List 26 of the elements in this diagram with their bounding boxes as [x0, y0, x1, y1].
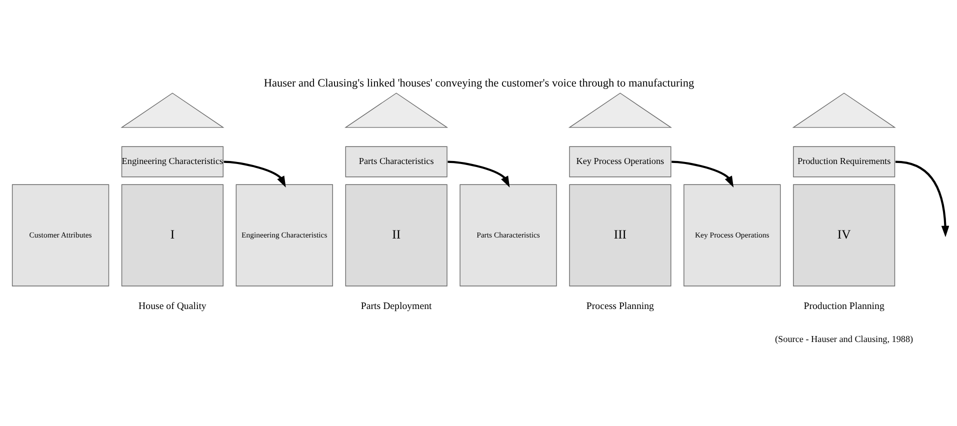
node-triangle [120, 92, 224, 128]
node-triangle [792, 92, 896, 128]
node-box: Engineering Characteristics [235, 184, 332, 286]
arrow [894, 160, 948, 237]
node-box: Parts Characteristics [344, 146, 447, 177]
node-box: Key Process Operations [683, 184, 780, 286]
node-box: Engineering Characteristics [120, 146, 223, 177]
arrow [447, 160, 510, 187]
node-box: IV [792, 184, 895, 286]
diagram-title: Hauser and Clausing's linked 'houses' conveying the customer's voice through to manufacturing [263, 77, 694, 90]
arrow [223, 160, 286, 187]
arrow [671, 160, 734, 187]
node-triangle [568, 92, 672, 128]
node-box: Key Process Operations [568, 146, 671, 177]
node-label: Process Planning [586, 300, 654, 312]
node-box: II [344, 184, 447, 286]
node-triangle [344, 92, 448, 128]
caption: (Source - Hauser and Clausing, 1988) [774, 333, 913, 344]
node-box: Production Requirements [792, 146, 895, 177]
node-box: Customer Attributes [11, 184, 109, 286]
node-label: Parts Deployment [360, 300, 432, 312]
node-label: House of Quality [138, 300, 206, 312]
node-box: I [120, 184, 223, 286]
node-box: III [568, 184, 671, 286]
node-box: Parts Characteristics [459, 184, 556, 286]
node-label: Production Planning [803, 300, 884, 312]
